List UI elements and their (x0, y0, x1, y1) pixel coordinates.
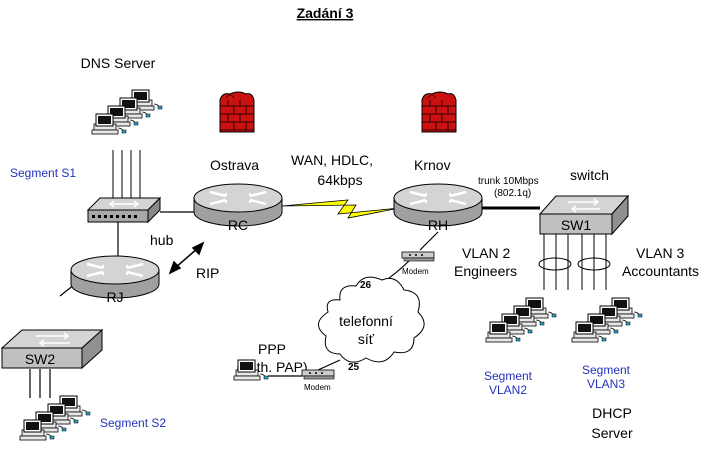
router-rh-label: RH (428, 217, 448, 233)
cloud-label-line1: telefonní (339, 313, 393, 329)
vlan3-label-line1: VLAN 3 (636, 245, 684, 261)
wan-label-line1: WAN, HDLC, (291, 152, 373, 168)
router-rc-label: RC (228, 217, 248, 233)
telephone-network-cloud (318, 276, 425, 363)
dhcp-label-line2: Server (591, 425, 633, 441)
wan-link (281, 199, 401, 219)
switch-sw1-label: SW1 (561, 217, 592, 233)
vlan2-pcs (486, 298, 556, 342)
firewall-ostrava-icon (219, 91, 255, 133)
router-rj: RJ (69, 254, 161, 305)
modem-bottom-label: Modem (304, 383, 331, 392)
switch-sw1: SW1 (538, 194, 630, 236)
dhcp-label-line1: DHCP (592, 405, 632, 421)
ostrava-label: Ostrava (210, 157, 259, 173)
trunk-label-line2: (802.1q) (494, 188, 531, 199)
segment-vlan2-label-line2: VLAN2 (489, 383, 527, 397)
rip-arrow (168, 241, 205, 275)
segment-vlan3-label-line1: Segment (582, 363, 631, 377)
hub-cables (112, 150, 141, 198)
dns-server-pcs (92, 90, 162, 134)
vlan3-pcs (572, 298, 642, 342)
segment-vlan2-label-line1: Segment (484, 369, 533, 383)
vlan2-label-line1: VLAN 2 (462, 245, 510, 261)
trunk-label-line1: trunk 10Mbps (478, 176, 539, 187)
switch-sw2: SW2 (0, 328, 104, 370)
segment-vlan3-label-line2: VLAN3 (587, 377, 625, 391)
modem-bottom-icon (301, 369, 335, 380)
modem-top-icon (401, 251, 435, 262)
ppp-label-line1: PPP (258, 341, 286, 357)
segment-s2-pcs (20, 396, 90, 440)
segment-s2-label: Segment S2 (100, 416, 166, 430)
modem-top-label: Modem (402, 267, 429, 276)
port-26-label: 26 (360, 280, 372, 291)
vlan3-label-line2: Accountants (622, 263, 699, 279)
wan-label-line2: 64kbps (317, 172, 362, 188)
dns-server-label: DNS Server (81, 55, 156, 71)
krnov-label: Krnov (414, 157, 451, 173)
router-rh: RH (392, 182, 484, 233)
hub-device (86, 196, 162, 224)
firewall-krnov-icon (421, 91, 457, 133)
segment-s1-label: Segment S1 (10, 166, 76, 180)
vlan-cables (538, 234, 611, 290)
cloud-label-line2: síť (358, 331, 375, 347)
vlan2-label-line2: Engineers (454, 263, 517, 279)
switch-label: switch (570, 167, 609, 183)
diagram-title: Zadání 3 (297, 5, 354, 21)
hub-label: hub (150, 232, 174, 248)
rip-label: RIP (196, 265, 219, 281)
port-25-label: 25 (348, 362, 360, 373)
router-rc: RC (192, 182, 284, 233)
router-rj-label: RJ (106, 289, 123, 305)
switch-sw2-label: SW2 (25, 351, 56, 367)
